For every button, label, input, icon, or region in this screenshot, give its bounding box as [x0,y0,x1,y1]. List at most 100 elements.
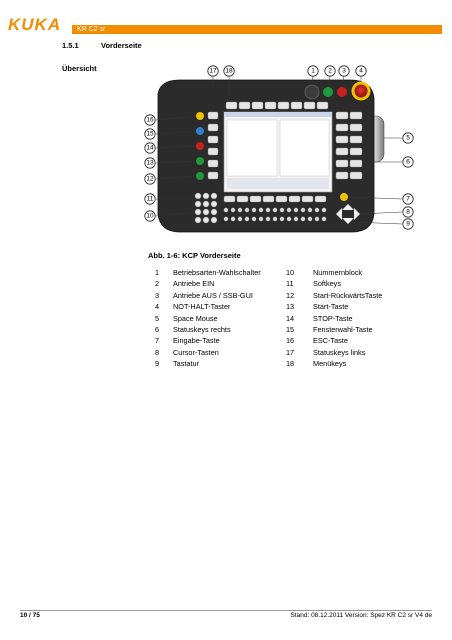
window-select-key [196,127,204,135]
legend-text: ESC-Taste [313,336,348,346]
callout-5: 5 [402,132,414,144]
svg-text:16: 16 [146,117,154,124]
legend-number: 12 [286,290,295,300]
legend-number: 1 [155,268,160,277]
legend-row: 9 Tastatur 18 Menükeys [155,358,415,369]
legend-text: Eingabe-Taste [173,336,220,346]
page-header: KUKA KR C2 sr [0,14,452,36]
legend-number: 16 [286,336,295,346]
callout-1: 1 [307,65,319,77]
section-number: 1.5.1 [62,41,79,50]
callout-9: 9 [402,218,414,230]
kuka-logo: KUKA [8,15,62,34]
screen-menubar [224,112,332,117]
legend-number: 6 [155,324,160,334]
section-title: Vorderseite [101,41,142,50]
number-block [194,192,218,224]
legend-text: Cursor-Tasten [173,347,219,357]
callout-12: 12 [144,173,156,185]
legend-row: 3 Antriebe AUS / SSB-GUI 12 Start-Rückwä… [155,290,415,301]
callout-4: 4 [355,65,367,77]
legend-row: 2 Antriebe EIN 11 Softkeys [155,278,415,289]
callout-13: 13 [144,157,156,169]
legend-text: Start-Taste [313,302,349,312]
callout-15: 15 [144,128,156,140]
legend-text: Nummernblock [313,268,363,277]
header-band [72,25,442,34]
legend-number: 3 [155,290,160,300]
svg-text:17: 17 [209,68,217,75]
legend-row: 8 Cursor-Tasten 17 Statuskeys links [155,347,415,358]
legend-text: Betriebsarten-Wahlschalter [173,268,261,277]
callout-14: 14 [144,142,156,154]
legend-text: Start-RückwärtsTaste [313,290,383,300]
screen-right-pane [279,119,330,177]
enter-key [340,193,348,201]
svg-text:6: 6 [406,159,410,166]
callout-6: 6 [402,156,414,168]
page-number: 10 / 75 [20,612,40,619]
callout-8: 8 [402,206,414,218]
legend-number: 10 [286,268,295,277]
legend-row: 1 Betriebsarten-Wahlschalter 10 Nummernb… [155,267,415,278]
figure-legend: 1 Betriebsarten-Wahlschalter 10 Nummernb… [155,267,415,370]
esc-key [196,112,204,120]
legend-row: 6 Statuskeys rechts 15 Fensterwahl-Taste [155,324,415,335]
svg-text:12: 12 [146,176,154,183]
cursor-keys [336,204,360,224]
callout-lines [155,75,403,225]
legend-text: Softkeys [313,279,341,289]
legend-text: Statuskeys rechts [173,324,231,334]
callout-2: 2 [324,65,336,77]
start-backward-key [196,172,204,180]
svg-text:18: 18 [225,68,233,75]
screen-status-area [227,178,329,189]
legend-row: 7 Eingabe-Taste 16 ESC-Taste [155,335,415,346]
callout-markers: 17 18 1 2 3 4 16 15 14 13 12 11 10 5 6 7… [144,65,414,230]
legend-text: Antriebe AUS / SSB-GUI [173,290,253,300]
footer-divider [20,610,432,611]
svg-text:15: 15 [146,131,154,138]
svg-text:1: 1 [311,68,315,75]
svg-text:13: 13 [146,160,154,167]
status-keys-right [335,111,363,180]
callout-3: 3 [338,65,350,77]
screen-left-pane [226,119,278,177]
svg-text:10: 10 [146,213,154,220]
svg-text:11: 11 [147,196,154,203]
menu-keys [225,101,329,110]
legend-text: Antriebe EIN [173,279,215,289]
legend-number: 8 [155,347,160,357]
legend-text: Tastatur [173,359,199,369]
svg-text:5: 5 [406,135,410,142]
legend-text: STOP-Taste [313,313,353,323]
callout-16: 16 [144,114,156,126]
svg-text:9: 9 [406,221,410,228]
callout-7: 7 [402,193,414,205]
callout-11: 11 [144,193,156,205]
legend-number: 14 [286,313,295,323]
legend-text: NOT-HALT-Taster [173,302,231,312]
start-key [196,157,204,165]
legend-text: Statuskeys links [313,347,366,357]
keyboard-keys [223,207,327,222]
softkeys [223,195,327,203]
legend-number: 4 [155,302,160,312]
drives-off-button [337,87,347,97]
svg-text:3: 3 [342,68,346,75]
mode-selector [304,84,320,100]
document-name: KR C2 sr [77,26,106,33]
status-keys-left [207,111,219,180]
kcp-pendant-figure: 17 18 1 2 3 4 16 15 14 13 12 11 10 5 6 7… [144,65,414,233]
legend-text: Space Mouse [173,313,218,323]
callout-18: 18 [223,65,235,77]
legend-number: 17 [286,347,295,357]
legend-number: 5 [155,313,160,323]
legend-text: Fensterwahl-Taste [313,324,373,334]
svg-text:7: 7 [406,196,410,203]
legend-number: 9 [155,359,160,369]
svg-text:14: 14 [146,145,154,152]
drives-on-button [323,87,333,97]
figure-caption: Abb. 1-6: KCP Vorderseite [148,251,241,260]
svg-text:8: 8 [406,209,410,216]
